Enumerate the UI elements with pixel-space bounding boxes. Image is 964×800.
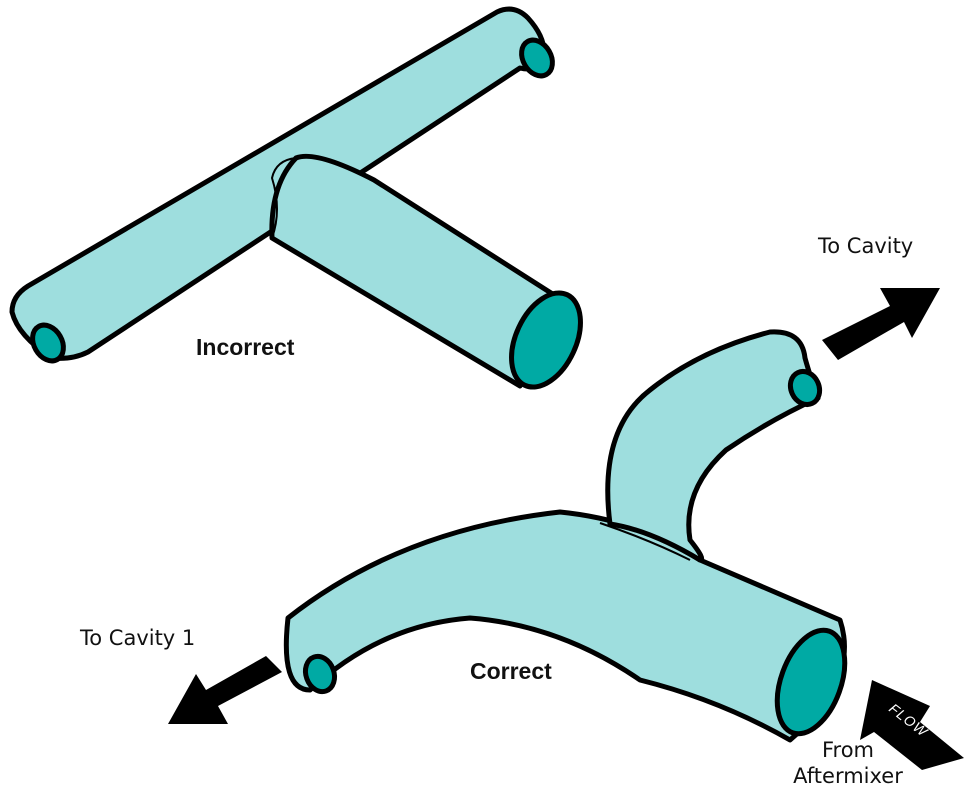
from-label: From: [821, 738, 875, 762]
arrow-from-aftermixer-icon: [860, 680, 964, 770]
incorrect-t-runner: [9, 6, 583, 390]
incorrect-seam: [270, 157, 297, 239]
to-cavity-label: To Cavity: [818, 234, 914, 258]
correct-seam: [599, 522, 691, 561]
incorrect-main-end-right: [519, 37, 555, 79]
aftermixer-label: Aftermixer: [793, 764, 903, 788]
correct-main-pipe: [283, 509, 847, 743]
correct-branch-end: [787, 368, 823, 408]
incorrect-main-end-left: [30, 322, 66, 364]
correct-label: Correct: [470, 658, 552, 684]
incorrect-label: Incorrect: [196, 334, 295, 360]
arrow-to-cavity-1-icon: [168, 656, 282, 724]
to-cavity-1-label: To Cavity 1: [80, 626, 196, 650]
incorrect-branch-end: [509, 290, 583, 390]
incorrect-branch-pipe: [269, 153, 565, 389]
correct-main-end-right: [774, 627, 848, 737]
arrow-to-cavity-icon: [822, 288, 940, 360]
correct-y-runner: [283, 329, 848, 743]
correct-main-end-left: [302, 653, 338, 695]
correct-branch-pipe: [605, 329, 821, 563]
